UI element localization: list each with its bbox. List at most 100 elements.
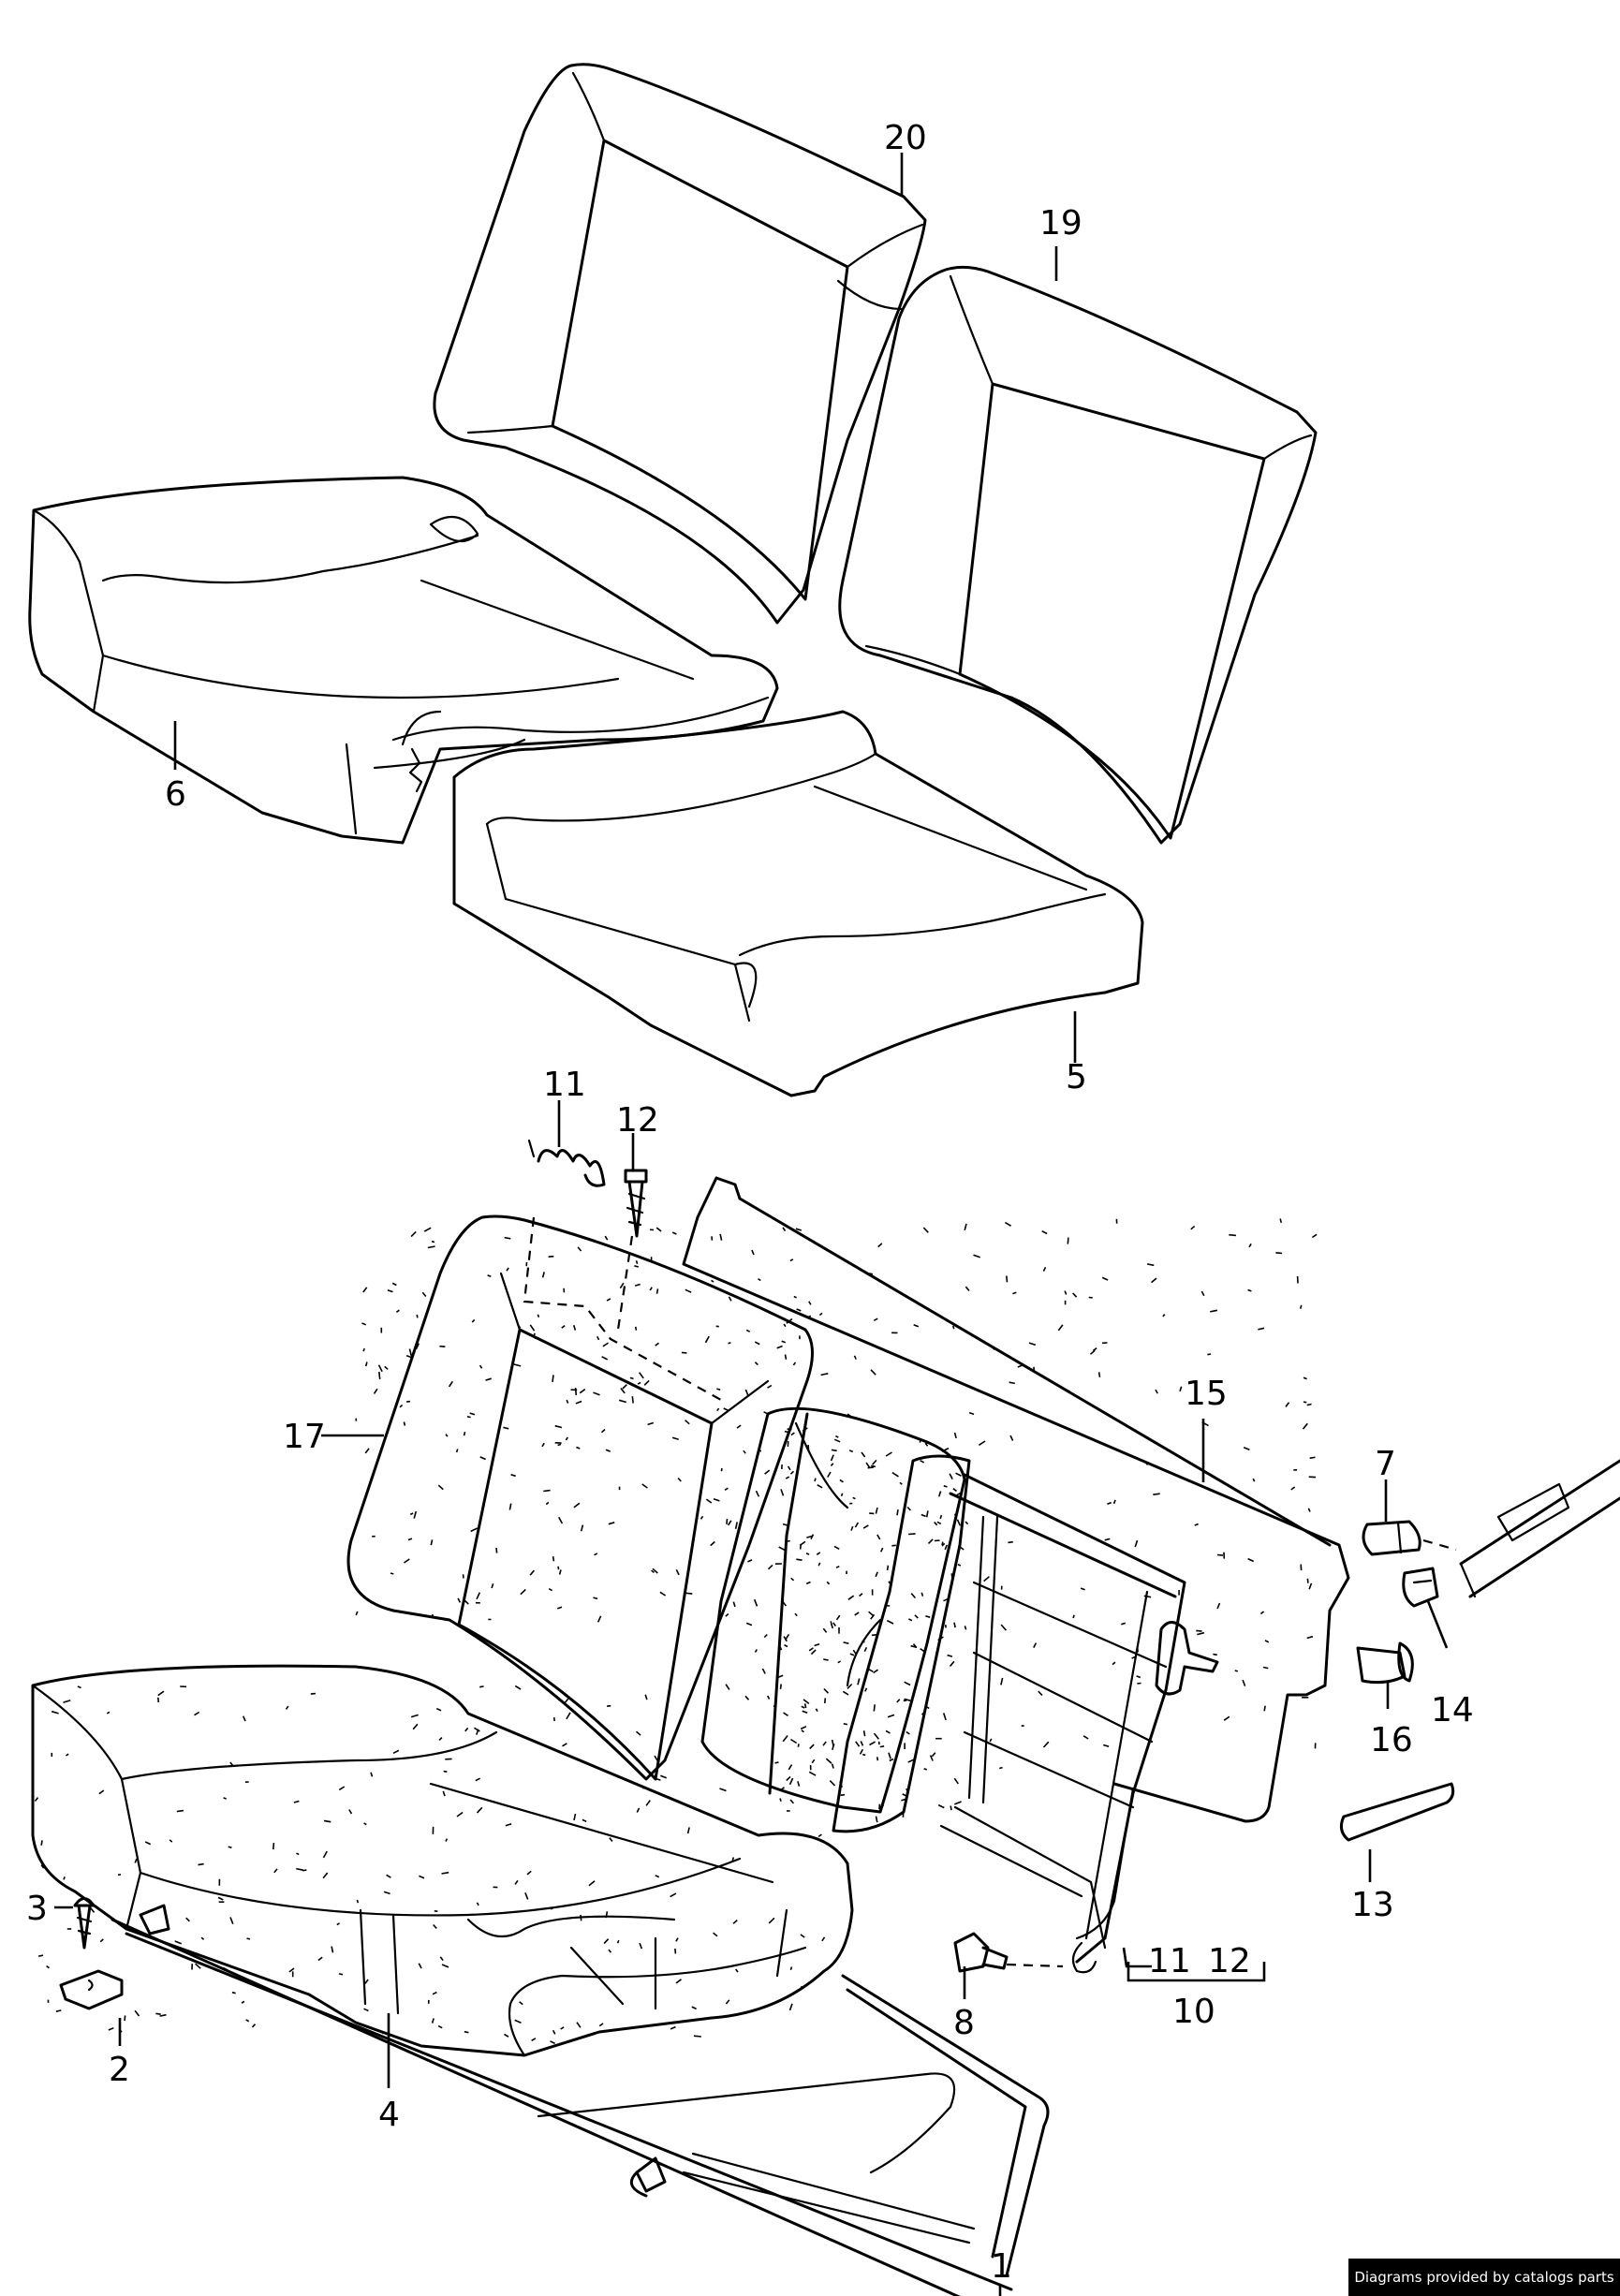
foam-speck xyxy=(1275,1252,1283,1255)
foam-speck xyxy=(419,1875,425,1879)
foam-speck xyxy=(902,1793,908,1798)
foam-speck xyxy=(716,1388,721,1391)
foam-speck xyxy=(655,1342,659,1347)
foam-speck xyxy=(432,1991,437,1995)
foam-speck xyxy=(561,1324,566,1329)
foam-speck xyxy=(520,1588,526,1596)
foam-speck xyxy=(195,1963,201,1969)
foam-speck xyxy=(814,1478,817,1482)
foam-speck xyxy=(952,1325,955,1330)
foam-speck xyxy=(635,1326,638,1331)
foam-speck xyxy=(832,1622,837,1626)
foam-speck xyxy=(564,1698,569,1703)
foam-speck xyxy=(826,1581,831,1585)
foam-speck xyxy=(159,2013,167,2017)
foam-speck xyxy=(1243,1447,1250,1450)
foam-speck xyxy=(744,1695,750,1700)
foam-speck xyxy=(1041,1229,1048,1235)
foam-speck xyxy=(582,1818,587,1823)
foam-speck xyxy=(550,2040,555,2045)
foam-speck xyxy=(949,1660,955,1668)
foam-speck xyxy=(616,1939,620,1944)
callout-16: 16 xyxy=(1370,1721,1413,1759)
foam-speck xyxy=(1303,1376,1307,1380)
backrest-foam xyxy=(346,1214,814,1781)
foam-speck xyxy=(782,1735,788,1743)
foam-speck xyxy=(1190,1225,1196,1230)
foam-speck xyxy=(598,2023,604,2027)
foam-speck xyxy=(1302,1422,1308,1430)
foam-speck xyxy=(1028,1342,1037,1347)
foam-speck xyxy=(864,1687,868,1692)
foam-speck xyxy=(888,1752,891,1759)
foam-speck xyxy=(508,1503,512,1510)
foam-speck xyxy=(1247,1288,1252,1292)
foam-speck xyxy=(795,1228,803,1231)
foam-speck xyxy=(1300,1304,1303,1309)
foam-speck xyxy=(557,1443,562,1447)
foam-speck xyxy=(821,1936,826,1942)
foam-speck xyxy=(580,1524,584,1532)
foam-speck xyxy=(713,1498,720,1502)
foam-speck xyxy=(912,1643,917,1648)
foam-speck xyxy=(886,1565,890,1571)
foam-speck xyxy=(710,1540,715,1547)
foam-speck xyxy=(779,1798,782,1803)
foam-speck xyxy=(134,1858,138,1863)
foam-speck xyxy=(550,1906,554,1910)
foam-speck xyxy=(929,1755,934,1761)
foam-speck xyxy=(1242,1679,1246,1686)
foam-speck xyxy=(896,1509,899,1516)
foam-speck xyxy=(822,1741,827,1746)
foam-speck xyxy=(647,1421,655,1426)
foam-speck xyxy=(1200,1290,1205,1297)
foam-speck xyxy=(810,1534,815,1539)
foam-speck xyxy=(675,1568,680,1576)
foam-speck xyxy=(884,1604,891,1607)
watermark-badge: Diagrams provided by catalogs parts xyxy=(1348,2259,1620,2296)
foam-speck xyxy=(437,1484,444,1491)
foam-speck xyxy=(655,1777,661,1781)
foam-speck xyxy=(302,1869,307,1872)
foam-speck xyxy=(445,1838,449,1842)
foam-speck xyxy=(245,2019,250,2023)
foam-speck xyxy=(941,1447,950,1452)
foam-speck xyxy=(370,1772,374,1777)
foam-speck xyxy=(1080,1587,1085,1591)
foam-speck xyxy=(871,1634,878,1637)
backrest-foam-middle xyxy=(700,1406,966,1814)
foam-speck xyxy=(194,1711,200,1716)
foam-speck xyxy=(823,1658,829,1661)
foam-speck xyxy=(1279,1218,1283,1224)
foam-speck xyxy=(925,1510,929,1518)
foam-speck xyxy=(854,1612,860,1616)
foam-speck xyxy=(865,1462,871,1468)
foam-speck xyxy=(641,1483,648,1489)
foam-speck xyxy=(685,1420,690,1425)
foam-speck xyxy=(223,1797,227,1800)
foam-speck xyxy=(577,1246,582,1252)
foam-speck xyxy=(840,1493,844,1496)
foam-speck xyxy=(809,1744,815,1750)
foam-speck xyxy=(174,1940,182,1945)
foam-speck xyxy=(956,1492,962,1496)
pin-icon xyxy=(1362,1520,1457,1556)
foam-speck xyxy=(815,1708,818,1712)
foam-speck xyxy=(524,1892,529,1900)
foam-speck xyxy=(944,1544,949,1551)
foam-speck xyxy=(463,1598,469,1605)
foam-speck xyxy=(817,1833,822,1838)
foam-speck xyxy=(833,1545,840,1550)
foam-speck xyxy=(1000,1624,1008,1631)
foam-speck xyxy=(789,1966,793,1970)
foam-speck xyxy=(362,1347,365,1352)
foam-speck xyxy=(691,2006,697,2010)
foam-speck xyxy=(927,1538,934,1544)
foam-speck xyxy=(296,1852,300,1856)
foam-speck xyxy=(1064,1290,1068,1295)
foam-speck xyxy=(924,1442,929,1447)
foam-speck xyxy=(464,1727,469,1732)
foam-speck xyxy=(629,1376,634,1380)
foam-speck xyxy=(476,1902,479,1906)
foam-speck xyxy=(435,1707,442,1712)
